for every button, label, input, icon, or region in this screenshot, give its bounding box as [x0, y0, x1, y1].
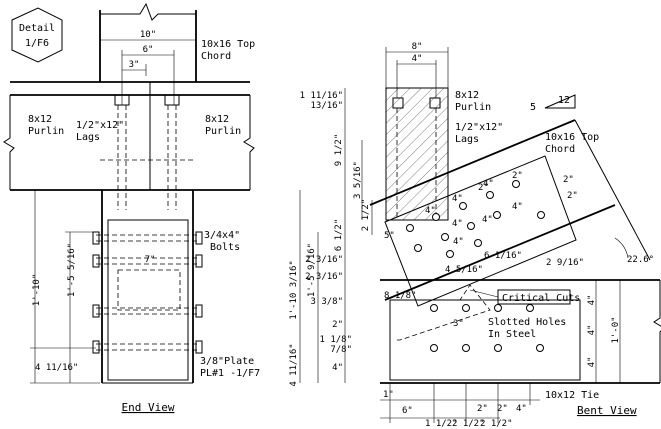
bent-dim-left-11: 7/8" — [330, 345, 352, 355]
bent-chord-holes — [406, 180, 545, 258]
diag-dim-9: 2" — [512, 171, 523, 181]
bent-dim-bottom-4: 4" — [516, 404, 527, 414]
bent-dim-left-8: 3 3/8" — [310, 297, 343, 307]
diag-dim-14: 2 9/16" — [546, 258, 584, 268]
bent-dim-bottom2-2: 2 1/2" — [480, 419, 513, 429]
bent-dim-bottom-1: 6" — [402, 406, 413, 416]
bent-dim-8: 8" — [412, 42, 423, 52]
slope-rise: 5 — [530, 102, 536, 113]
bent-dim-left-0: 1 11/16" — [300, 91, 343, 101]
diag-dim-1: 4" — [452, 194, 463, 204]
diag-dim-5: 5" — [384, 231, 395, 241]
bent-dim-bottom2-0: 1 1/2" — [425, 419, 458, 429]
bent-dim-bottom-0: 1" — [383, 390, 394, 400]
bent-dim-left-6: 2 3/16" — [305, 255, 343, 265]
bent-dim-left-5: 6 1/2" — [334, 219, 344, 252]
bent-gusset-plate — [384, 155, 577, 307]
dim-4-11-16: 4 11/16" — [35, 363, 78, 373]
end-bolts-label: 3/4x4"Bolts — [204, 230, 240, 253]
diag-dim-11: 4" — [453, 237, 464, 247]
detail-tag: Detail 1/F6 — [11, 7, 63, 63]
diag-dim-12: 4 5/16" — [445, 265, 483, 275]
bent-dim-right-3: 1'-0" — [611, 316, 621, 343]
end-view-caption: End View — [122, 401, 175, 414]
bent-dim-right-2: 4" — [587, 357, 597, 368]
detail-title: Detail — [19, 23, 55, 34]
end-bolts — [92, 231, 203, 354]
diag-dim-8: 4" — [482, 215, 493, 225]
bent-dim-left-1: 13/16" — [310, 101, 343, 111]
bent-dim-right-0: 4" — [587, 295, 597, 306]
bent-dim-total: 1'-10 3/16" — [289, 260, 299, 320]
bent-dim-right-1: 4" — [587, 325, 597, 336]
bent-dim-mid: 3" — [453, 319, 464, 329]
diag-dim-4: 2" — [567, 191, 578, 201]
diag-dim-0: 4" — [425, 206, 436, 216]
bent-dim-left-4: 2 1/2" — [361, 199, 371, 232]
bent-tie-holes — [430, 304, 544, 352]
end-top-chord-l1: 10x16 Top — [201, 39, 255, 50]
bent-dim-bottom2-1: 2 1/2" — [452, 419, 485, 429]
diag-dim-3: 2" — [563, 175, 574, 185]
bent-dim-left-10: 1 1/8" — [319, 335, 352, 345]
bent-dim-left-2: 9 1/2" — [334, 134, 344, 167]
end-lags-label: 1/2"x12"Lags — [76, 120, 124, 143]
bent-dim-left-12: 4" — [332, 363, 343, 373]
bent-purlin-block — [385, 87, 449, 221]
dim-10: 10" — [140, 30, 156, 40]
diag-dim-6: 4" — [483, 179, 494, 189]
diag-dim-2: 2" — [478, 183, 489, 193]
end-top-chord-label: 10x16 Top Chord — [201, 39, 261, 62]
bent-dim-bottom-2: 2" — [477, 404, 488, 414]
bent-view-caption: Bent View — [577, 404, 637, 417]
bent-lags-label: 1/2"x12"Lags — [455, 122, 503, 145]
end-top-chord-l2: Chord — [201, 51, 231, 62]
dim-1-10: 1'-10" — [32, 274, 42, 307]
bent-dim-left-3: 3 5/16" — [353, 161, 363, 199]
diag-dim-13: 6 1/16" — [484, 251, 522, 261]
angle-label: 22.6° — [627, 255, 654, 265]
bent-dim-left-7: 2 3/16" — [305, 272, 343, 282]
diag-dim-7: 4" — [452, 219, 463, 229]
bent-dim-4: 4" — [412, 54, 423, 64]
bent-dim-left-9: 2" — [332, 320, 343, 330]
dim-7: 7" — [145, 255, 156, 265]
bent-dim-upper: 1'-5 9/16" — [307, 243, 317, 297]
bent-dim-bottom-3: 2" — [497, 404, 508, 414]
critical-cuts-label: Critical Cuts — [502, 293, 580, 304]
dim-1-5-5-16: 1'-5 5/16" — [67, 243, 77, 297]
diag-dim-15: 8 1/8" — [384, 291, 417, 301]
bent-diag-dims: 4" 4" 2" 2" 2" 5" 4" 4" 4" 2" 4" 4" 4 5/… — [384, 171, 584, 301]
bent-tie-label: 10x12 Tie — [545, 390, 599, 401]
dim-3: 3" — [129, 60, 140, 70]
slope-run: 12 — [558, 95, 570, 106]
end-view: 10" 6" 3" 7" 1'-10" 1'-5 5/16" 4 11/16" … — [3, 2, 261, 414]
bent-dim-lower: 4 11/16" — [289, 343, 299, 386]
dim-6: 6" — [143, 45, 154, 55]
detail-ref: 1/F6 — [25, 38, 49, 49]
diag-dim-10: 4" — [512, 202, 523, 212]
